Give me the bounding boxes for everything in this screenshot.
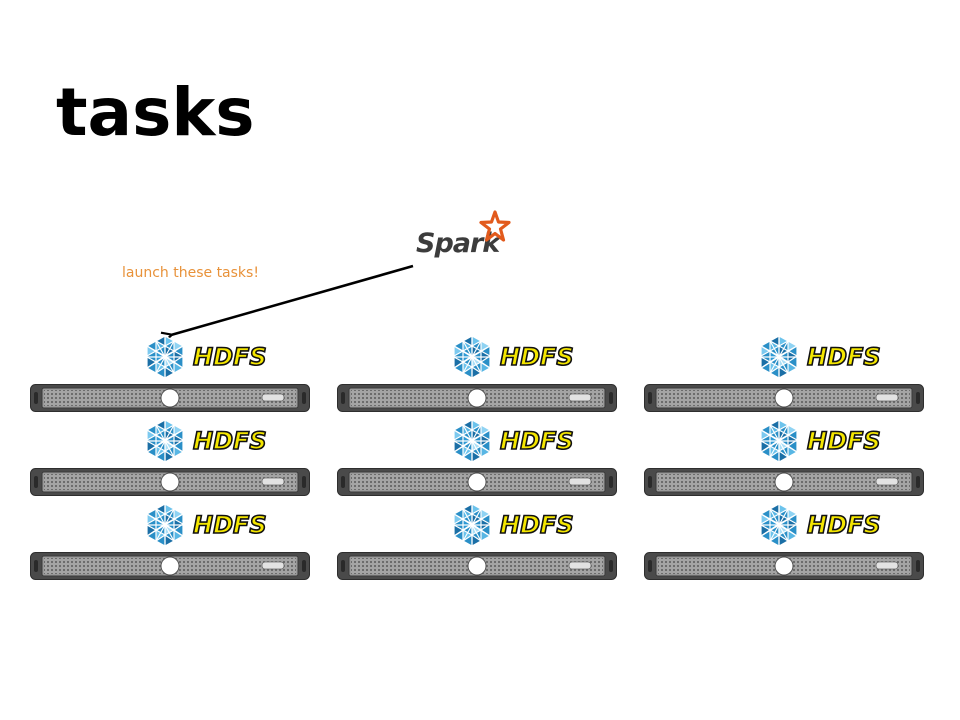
hdfs-logo-text: HDFS xyxy=(806,511,881,539)
rack-2-node-2: HDFS xyxy=(337,418,617,502)
server-unit xyxy=(644,384,924,412)
hdfs-hexagon-icon xyxy=(760,419,798,463)
server-unit xyxy=(337,552,617,580)
hdfs-logo-text: HDFS xyxy=(192,427,267,455)
rack-2-node-1: HDFS xyxy=(337,334,617,418)
spark-logo: Spark xyxy=(412,208,522,268)
rack-3-node-1: HDFS xyxy=(644,334,924,418)
hdfs-logo-text: HDFS xyxy=(499,511,574,539)
hdfs-hexagon-icon xyxy=(760,335,798,379)
hdfs-hexagon-icon xyxy=(453,335,491,379)
hdfs-logo-text: HDFS xyxy=(499,343,574,371)
server-unit xyxy=(644,468,924,496)
server-unit xyxy=(30,384,310,412)
rack-1: HDFS xyxy=(30,334,310,586)
spark-logo-text: Spark xyxy=(416,228,500,259)
rack-3: HDFS xyxy=(644,334,924,586)
rack-2-node-1-hdfs: HDFS xyxy=(450,334,590,380)
rack-2-node-3: HDFS xyxy=(337,502,617,586)
hdfs-logo-text: HDFS xyxy=(192,343,267,371)
rack-1-node-3-hdfs: HDFS xyxy=(143,502,283,548)
server-unit xyxy=(30,468,310,496)
rack-3-node-1-hdfs: HDFS xyxy=(757,334,897,380)
hdfs-logo-text: HDFS xyxy=(806,427,881,455)
hdfs-logo-text: HDFS xyxy=(499,427,574,455)
slide-title: tasks xyxy=(56,74,255,151)
rack-1-node-2-hdfs: HDFS xyxy=(143,418,283,464)
hdfs-hexagon-icon xyxy=(760,503,798,547)
rack-3-node-3-hdfs: HDFS xyxy=(757,502,897,548)
rack-2: HDFS xyxy=(337,334,617,586)
hdfs-logo-text: HDFS xyxy=(192,511,267,539)
server-unit xyxy=(337,468,617,496)
rack-3-node-2-hdfs: HDFS xyxy=(757,418,897,464)
rack-1-node-1-hdfs: HDFS xyxy=(143,334,283,380)
hdfs-hexagon-icon xyxy=(146,503,184,547)
server-unit xyxy=(644,552,924,580)
server-unit xyxy=(30,552,310,580)
launch-tasks-annotation: launch these tasks! xyxy=(122,265,259,281)
rack-1-node-3: HDFS xyxy=(30,502,310,586)
hdfs-hexagon-icon xyxy=(146,335,184,379)
rack-2-node-3-hdfs: HDFS xyxy=(450,502,590,548)
hdfs-hexagon-icon xyxy=(453,503,491,547)
rack-1-node-1: HDFS xyxy=(30,334,310,418)
rack-3-node-2: HDFS xyxy=(644,418,924,502)
hdfs-logo-text: HDFS xyxy=(806,343,881,371)
rack-2-node-2-hdfs: HDFS xyxy=(450,418,590,464)
spark-star-icon xyxy=(479,210,511,242)
rack-1-node-2: HDFS xyxy=(30,418,310,502)
hdfs-hexagon-icon xyxy=(146,419,184,463)
server-unit xyxy=(337,384,617,412)
rack-3-node-3: HDFS xyxy=(644,502,924,586)
hdfs-hexagon-icon xyxy=(453,419,491,463)
